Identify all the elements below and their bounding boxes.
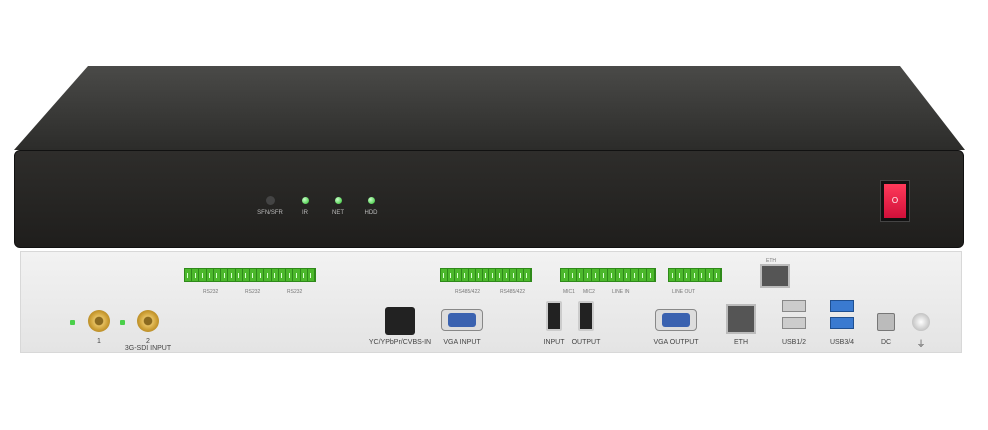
ground-terminal[interactable] bbox=[912, 313, 930, 331]
component-input-connector[interactable] bbox=[385, 307, 415, 335]
device-top-cover bbox=[14, 66, 965, 150]
sdi2-bnc-connector[interactable] bbox=[137, 310, 159, 332]
eth-port[interactable] bbox=[726, 304, 756, 334]
power-switch-symbol: O bbox=[884, 184, 906, 218]
terminal-label: MIC2 bbox=[583, 289, 595, 295]
hdmi-output-port[interactable] bbox=[578, 301, 594, 331]
eth-top-label: ETH bbox=[766, 258, 776, 264]
vga-output-port[interactable] bbox=[655, 309, 697, 331]
sfn-label: SFN/SFR bbox=[257, 210, 283, 216]
sdi1-label: 1 bbox=[97, 338, 101, 345]
terminal-block-rs232[interactable] bbox=[184, 268, 316, 282]
vga-input-port[interactable] bbox=[441, 309, 483, 331]
net-label: NET bbox=[332, 210, 344, 216]
hdmi-output-label: OUTPUT bbox=[571, 339, 601, 346]
terminal-label: RS485/422 bbox=[455, 289, 481, 295]
terminal-label: RS485/422 bbox=[500, 289, 526, 295]
terminal-block-audio[interactable] bbox=[560, 268, 656, 282]
usb3-port[interactable] bbox=[830, 300, 854, 312]
eth-label: ETH bbox=[734, 339, 748, 346]
usb4-port[interactable] bbox=[830, 317, 854, 329]
hdd-led bbox=[368, 197, 375, 204]
rear-panel bbox=[20, 251, 962, 353]
sdi1-bnc-connector[interactable] bbox=[88, 310, 110, 332]
hdd-label: HDD bbox=[364, 210, 378, 216]
usb34-label: USB3/4 bbox=[829, 339, 855, 346]
usb2-port[interactable] bbox=[782, 317, 806, 329]
terminal-label: LINE IN bbox=[612, 289, 630, 295]
dc-label: DC bbox=[880, 339, 892, 346]
component-label: YC/YPbPr/CVBS-IN bbox=[368, 339, 432, 346]
ir-label: IR bbox=[302, 210, 308, 216]
terminal-label: RS232 bbox=[203, 289, 219, 295]
usb12-label: USB1/2 bbox=[781, 339, 807, 346]
sfn-indicator bbox=[266, 196, 275, 205]
sdi2-led bbox=[120, 320, 125, 325]
terminal-label: LINE OUT bbox=[672, 289, 696, 295]
eth-port-top[interactable] bbox=[760, 264, 790, 288]
ir-led bbox=[302, 197, 309, 204]
terminal-block-rs485[interactable] bbox=[440, 268, 532, 282]
vga-output-label: VGA OUTPUT bbox=[653, 339, 699, 346]
sdi2-label: 2 bbox=[146, 338, 150, 345]
hdmi-input-label: INPUT bbox=[543, 339, 565, 346]
terminal-label: MIC1 bbox=[563, 289, 575, 295]
dc-power-jack[interactable] bbox=[877, 313, 895, 331]
sdi1-led bbox=[70, 320, 75, 325]
power-switch[interactable]: O bbox=[880, 180, 910, 222]
front-panel bbox=[14, 150, 964, 248]
terminal-label: RS232 bbox=[287, 289, 303, 295]
sdi-group-label: 3G-SDI INPUT bbox=[124, 345, 172, 352]
terminal-label: RS232 bbox=[245, 289, 261, 295]
net-led bbox=[335, 197, 342, 204]
hdmi-input-port[interactable] bbox=[546, 301, 562, 331]
terminal-block-line-out[interactable] bbox=[668, 268, 722, 282]
vga-input-label: VGA INPUT bbox=[443, 339, 481, 346]
ground-icon: ⏚ bbox=[916, 339, 926, 349]
usb1-port[interactable] bbox=[782, 300, 806, 312]
